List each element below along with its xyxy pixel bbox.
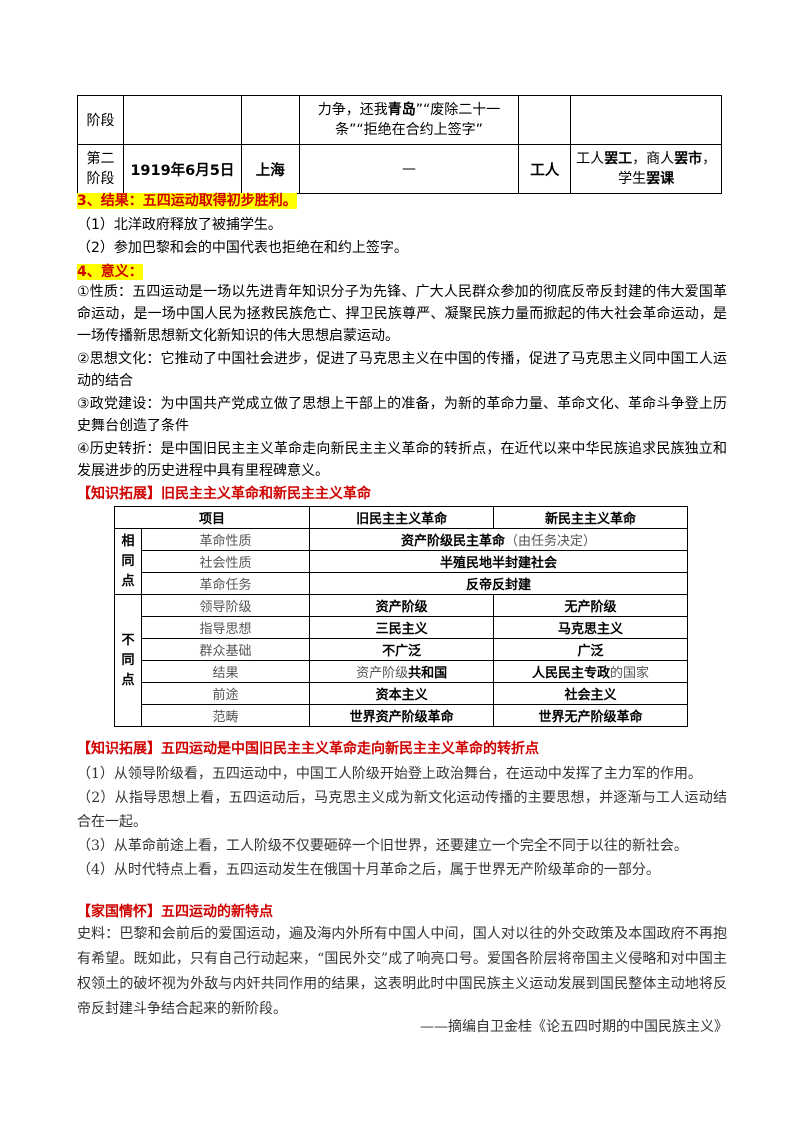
home-source-text: 史料：巴黎和会前后的爱国运动，遍及海内外所有中国人中间，国人对以往的外交政策及本… <box>77 926 727 1017</box>
demand-cell: — <box>298 144 520 194</box>
stage-cell: 阶段 <box>77 95 124 145</box>
result-item: （2）参加巴黎和会的中国代表也拒绝在和约上签字。 <box>77 240 408 256</box>
header-new: 新民主主义革命 <box>493 506 688 529</box>
table-row: 前途 资本主义 社会主义 <box>115 682 688 705</box>
demand-cell: 力争，还我青岛”“废除二十一条”“拒绝在合约上签字” <box>298 95 520 145</box>
form-cell: 工人罢工，商人罢市，学生罢课 <box>570 144 722 194</box>
table-row: 革命任务 反帝反封建 <box>115 572 688 595</box>
meaning-turning-point: ④历史转折：是中国旧民主主义革命走向新民主主义革命的转折点，在近代以来中华民族追… <box>77 441 727 479</box>
table-row: 结果 资产阶级共和国 人民民主专政的国家 <box>115 660 688 683</box>
table-row: 指导思想 三民主义 马克思主义 <box>115 616 688 639</box>
table-row: 范畴 世界资产阶级革命 世界无产阶级革命 <box>115 704 688 727</box>
header-old: 旧民主主义革命 <box>309 506 495 529</box>
header-item: 项目 <box>113 506 311 529</box>
meaning-heading: 4、意义： <box>77 264 143 280</box>
meaning-party: ③政党建设：为中国共产党成立做了思想上干部上的准备，为新的革命力量、革命文化、革… <box>77 396 727 434</box>
same-label: 相同点 <box>114 528 142 595</box>
meaning-culture: ②思想文化：它推动了中国社会进步，促进了马克思主义在中国的传播，促进了马克思主义… <box>77 351 727 389</box>
table-row: 项目 旧民主主义革命 新民主主义革命 <box>113 506 688 529</box>
ext2-item: （4）从时代特点上看，五四运动发生在俄国十月革命之后，属于世界无产阶级革命的一部… <box>77 862 660 878</box>
date-cell: 1919年6月5日 <box>122 144 242 194</box>
ext2-item: （1）从领导阶级看，五四运动中，中国工人阶级开始登上政治舞台，在运动中发挥了主力… <box>77 766 702 782</box>
result-item: （1）北洋政府释放了被捕学生。 <box>77 217 282 233</box>
home-heading: 【家国情怀】五四运动的新特点 <box>77 904 273 920</box>
table-row: 不同点 领导阶级 资产阶级 无产阶级 <box>114 594 688 727</box>
home-citation: ——摘编自卫金桂《论五四时期的中国民族主义》 <box>420 1019 728 1035</box>
stage-cell: 第二阶段 <box>77 144 124 194</box>
ext1-heading: 【知识拓展】旧民主主义革命和新民主主义革命 <box>77 486 371 502</box>
result-heading: 3、结果：五四运动取得初步胜利。 <box>77 193 297 209</box>
meaning-nature: ①性质：五四运动是一场以先进青年知识分子为先锋、广大人民群众参加的彻底反帝反封建… <box>77 284 727 344</box>
place-cell: 上海 <box>240 144 300 194</box>
table-row: 阶段 力争，还我青岛”“废除二十一条”“拒绝在合约上签字” <box>77 95 722 145</box>
ext2-item: （2）从指导思想上看，五四运动后，马克思主义成为新文化运动传播的主要思想，并逐渐… <box>77 790 727 830</box>
table-row: 社会性质 半殖民地半封建社会 <box>115 550 688 573</box>
ext2-item: （3）从革命前途上看，工人阶级不仅要砸碎一个旧世界，还要建立一个完全不同于以往的… <box>77 838 688 854</box>
table-row: 群众基础 不广泛 广泛 <box>115 638 688 661</box>
force-cell: 工人 <box>518 144 572 194</box>
revolution-comparison-table: 项目 旧民主主义革命 新民主主义革命 相同点 革命性质 资产阶级民主革命（由任务… <box>113 506 688 727</box>
ext2-heading: 【知识拓展】五四运动是中国旧民主主义革命走向新民主主义革命的转折点 <box>77 741 539 757</box>
table-row: 第二阶段 1919年6月5日 上海 — 工人 工人罢工，商人罢市，学生罢课 <box>77 144 722 194</box>
protest-stages-table: 阶段 力争，还我青岛”“废除二十一条”“拒绝在合约上签字” 第二阶段 1919年… <box>77 95 722 194</box>
diff-label: 不同点 <box>114 594 142 727</box>
table-row: 相同点 革命性质 资产阶级民主革命（由任务决定） <box>114 528 688 595</box>
